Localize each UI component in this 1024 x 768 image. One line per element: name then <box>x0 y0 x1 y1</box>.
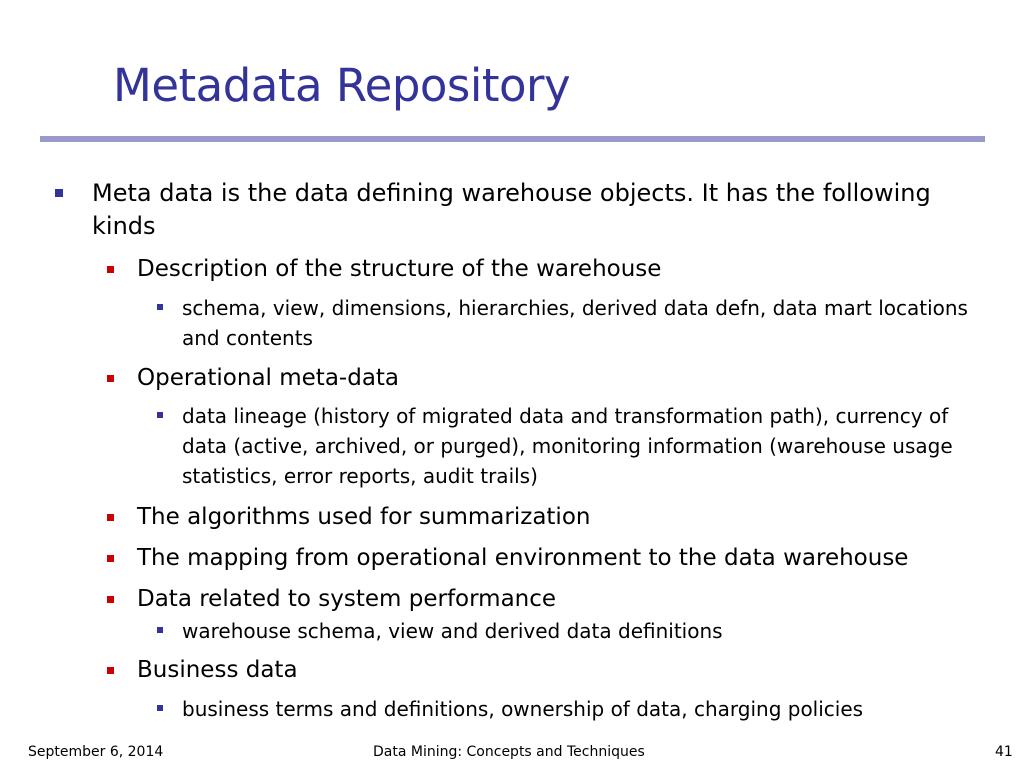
square-bullet-icon <box>157 304 163 310</box>
bullet-text: Meta data is the data defining warehouse… <box>92 179 931 240</box>
bullet-level2: Business data <box>107 655 997 685</box>
title-divider <box>40 136 985 142</box>
bullet-level3: warehouse schema, view and derived data … <box>157 616 982 646</box>
square-bullet-icon <box>157 627 163 633</box>
square-bullet-icon <box>107 596 114 603</box>
square-bullet-icon <box>107 375 114 382</box>
bullet-level1: Meta data is the data defining warehouse… <box>55 177 987 243</box>
bullet-text: The algorithms used for summarization <box>137 504 591 530</box>
bullet-text: data lineage (history of migrated data a… <box>182 404 953 488</box>
bullet-level3: data lineage (history of migrated data a… <box>157 401 982 491</box>
bullet-level2: Data related to system performance <box>107 584 997 614</box>
square-bullet-icon <box>157 705 163 711</box>
bullet-level3: business terms and definitions, ownershi… <box>157 694 982 724</box>
square-bullet-icon <box>55 189 63 197</box>
bullet-text: The mapping from operational environment… <box>137 545 909 571</box>
bullet-level2: Description of the structure of the ware… <box>107 254 997 284</box>
bullet-level2: Operational meta-data <box>107 363 997 393</box>
square-bullet-icon <box>107 555 114 562</box>
square-bullet-icon <box>107 514 114 521</box>
bullet-level2: The algorithms used for summarization <box>107 502 997 532</box>
bullet-text: Business data <box>137 657 298 683</box>
square-bullet-icon <box>107 266 114 273</box>
bullet-level2: The mapping from operational environment… <box>107 543 997 573</box>
footer-title: Data Mining: Concepts and Techniques <box>373 744 645 760</box>
slide-title: Metadata Repository <box>113 59 571 112</box>
bullet-text: Operational meta-data <box>137 365 400 391</box>
bullet-level3: schema, view, dimensions, hierarchies, d… <box>157 293 982 353</box>
footer-date: September 6, 2014 <box>28 744 164 760</box>
square-bullet-icon <box>107 667 114 674</box>
bullet-text: warehouse schema, view and derived data … <box>182 619 723 643</box>
slide-number: 41 <box>995 744 1013 760</box>
bullet-text: schema, view, dimensions, hierarchies, d… <box>182 296 968 350</box>
square-bullet-icon <box>157 412 163 418</box>
bullet-text: Data related to system performance <box>137 586 557 612</box>
bullet-text: Description of the structure of the ware… <box>137 256 662 282</box>
bullet-text: business terms and definitions, ownershi… <box>182 697 864 721</box>
